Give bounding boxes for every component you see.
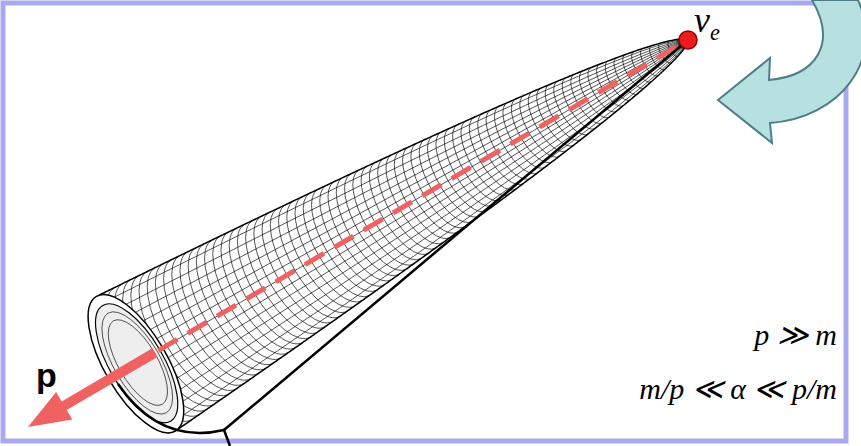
condition-label: m/p ≪ α ≪ p/m — [639, 372, 837, 407]
tube-line — [102, 23, 683, 376]
particle-label: νe — [694, 0, 720, 45]
tube-line — [114, 44, 695, 397]
tube-line — [129, 45, 719, 429]
tube-line — [94, 2, 682, 372]
tube-line — [116, 44, 701, 406]
momentum-label: p — [36, 356, 57, 395]
axis-dashed — [153, 47, 676, 354]
angle-line — [224, 40, 688, 430]
tube-line — [98, 13, 683, 375]
symbol: ν — [694, 0, 710, 40]
momentum-arrow — [57, 353, 155, 410]
condition-label: p ≫ m — [754, 318, 837, 353]
momentum-arrowhead — [20, 392, 72, 441]
subscript: e — [710, 20, 720, 45]
angle-arc — [118, 384, 230, 446]
curved-arrow — [718, 0, 861, 143]
wave-packet — [0, 0, 727, 446]
tube-line — [92, 0, 682, 366]
tube-line — [113, 43, 689, 387]
tube-line — [107, 33, 683, 377]
tube-line — [113, 43, 684, 378]
tube-body — [97, 0, 728, 431]
tube-line — [92, 0, 682, 370]
